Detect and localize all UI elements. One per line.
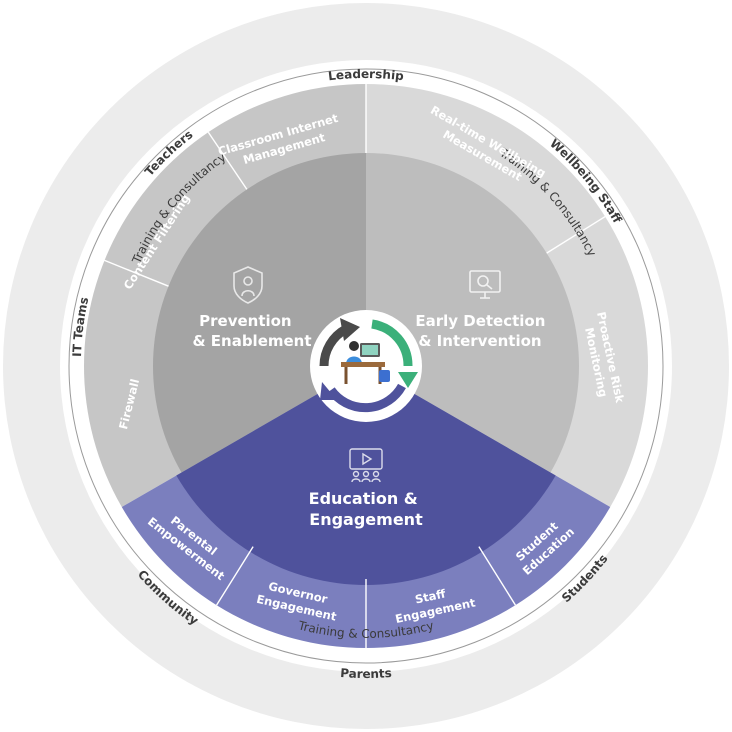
student-at-desk-icon (341, 341, 390, 384)
segment-separators (104, 84, 606, 648)
hub-arrow-blue (327, 383, 406, 413)
center-hub (310, 310, 422, 422)
training-ring-line (68, 68, 664, 664)
separator-realtime-proactive (546, 215, 606, 254)
hub-arrow-dark-head (340, 318, 360, 341)
sector-early-detection (366, 153, 579, 473)
hub-arrow-green-head (398, 372, 418, 388)
stakeholder-parents: Parents (340, 666, 392, 681)
sector-ring (153, 153, 579, 585)
sector-education (176, 366, 556, 585)
separator-firewall-content (104, 259, 169, 287)
monitor-search-icon (469, 270, 501, 299)
hub-arrow-blue-head (320, 382, 337, 400)
sector-title-education: Education & Engagement (309, 489, 424, 529)
sector-title-prevention: Prevention & Enablement (192, 312, 311, 350)
separator-staff-student (478, 546, 517, 606)
sector-prevention (153, 153, 366, 473)
stakeholder-leadership: Leadership (327, 67, 405, 83)
separator-parental-governor (215, 546, 254, 606)
separator-content-classroom (207, 131, 248, 190)
shield-person-icon (233, 266, 263, 304)
video-audience-icon (349, 448, 383, 483)
sector-title-early-detection: Early Detection & Intervention (415, 312, 550, 350)
hub-arrow-green (371, 319, 413, 367)
